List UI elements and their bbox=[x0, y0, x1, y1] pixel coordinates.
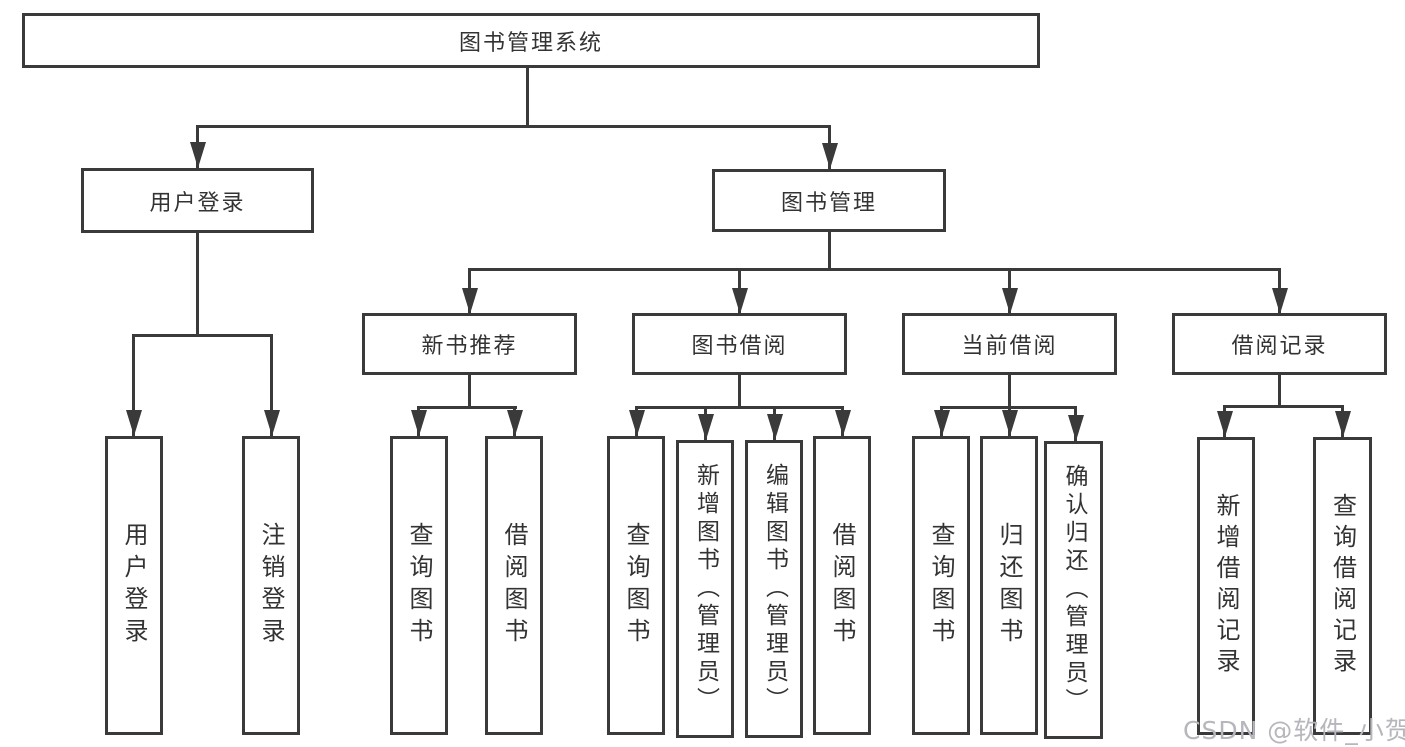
node-label: 新增借阅记录 bbox=[1212, 493, 1240, 679]
connector-line bbox=[270, 334, 273, 436]
connector-line bbox=[1008, 375, 1011, 408]
connector-line bbox=[417, 406, 517, 409]
leaf-confirm-return-admin: 确认归还（管理员） bbox=[1044, 441, 1103, 739]
connector-line bbox=[635, 406, 844, 409]
leaf-logout: 注销登录 bbox=[242, 436, 300, 735]
node-label: 用户登录 bbox=[149, 190, 246, 216]
connector-line bbox=[468, 268, 1281, 271]
arrowhead-icon bbox=[1217, 411, 1233, 437]
arrowhead-icon bbox=[934, 410, 950, 436]
arrowhead-icon bbox=[264, 410, 280, 436]
node-label: 查询借阅记录 bbox=[1328, 493, 1357, 679]
connector-line bbox=[828, 232, 831, 271]
leaf-edit-book-admin: 编辑图书（管理员） bbox=[745, 440, 803, 738]
arrowhead-icon bbox=[462, 288, 478, 314]
node-library-management-system: 图书管理系统 bbox=[22, 13, 1040, 68]
connector-line bbox=[1223, 405, 1344, 408]
arrowhead-icon bbox=[1002, 410, 1018, 436]
arrowhead-icon bbox=[126, 410, 142, 436]
node-label: 注销登录 bbox=[257, 521, 285, 650]
node-user-login: 用户登录 bbox=[81, 168, 314, 233]
arrowhead-icon bbox=[190, 142, 206, 168]
node-label: 用户登录 bbox=[120, 521, 148, 650]
arrowhead-icon bbox=[732, 288, 748, 314]
leaf-query-borrow-record: 查询借阅记录 bbox=[1313, 437, 1372, 735]
arrowhead-icon bbox=[835, 410, 851, 436]
connector-line bbox=[196, 125, 831, 128]
leaf-borrow-books-borrow: 借阅图书 bbox=[813, 436, 871, 735]
csdn-watermark: CSDN @软件_小贺同学 bbox=[1183, 716, 1405, 745]
node-label: 编辑图书（管理员） bbox=[761, 463, 788, 715]
arrowhead-icon bbox=[629, 410, 645, 436]
node-label: 图书管理 bbox=[780, 190, 877, 216]
node-borrow-records: 借阅记录 bbox=[1172, 313, 1387, 375]
node-label: 图书管理系统 bbox=[458, 30, 603, 56]
connector-line bbox=[132, 334, 273, 337]
node-label: 确认归还（管理员） bbox=[1061, 464, 1087, 716]
connector-line bbox=[738, 375, 741, 408]
node-label: 借阅图书 bbox=[500, 521, 528, 650]
node-label: 新增图书（管理员） bbox=[692, 463, 719, 715]
node-book-management: 图书管理 bbox=[712, 169, 946, 232]
arrowhead-icon bbox=[822, 143, 838, 169]
node-label: 借阅记录 bbox=[1231, 334, 1328, 359]
node-label: 查询图书 bbox=[927, 521, 955, 650]
node-label: 查询图书 bbox=[405, 521, 433, 650]
arrowhead-icon bbox=[767, 414, 783, 440]
node-book-borrow: 图书借阅 bbox=[632, 313, 847, 375]
connector-line bbox=[468, 375, 471, 409]
arrowhead-icon bbox=[1068, 415, 1084, 441]
leaf-query-books-current: 查询图书 bbox=[912, 436, 970, 735]
arrowhead-icon bbox=[1002, 288, 1018, 314]
node-label: 当前借阅 bbox=[961, 334, 1058, 359]
arrowhead-icon bbox=[1272, 288, 1288, 314]
connector-line bbox=[526, 66, 529, 127]
leaf-query-books-borrow: 查询图书 bbox=[607, 436, 665, 735]
node-label: 归还图书 bbox=[995, 521, 1023, 650]
connector-line bbox=[132, 334, 135, 436]
node-new-book-recommend: 新书推荐 bbox=[362, 313, 577, 375]
arrowhead-icon bbox=[698, 414, 714, 440]
node-label: 借阅图书 bbox=[828, 521, 856, 650]
leaf-user-login: 用户登录 bbox=[105, 436, 163, 735]
arrowhead-icon bbox=[1335, 411, 1351, 437]
node-label: 查询图书 bbox=[622, 521, 650, 650]
arrowhead-icon bbox=[411, 410, 427, 436]
connector-line bbox=[196, 233, 199, 337]
leaf-return-books: 归还图书 bbox=[980, 436, 1038, 735]
node-label: 图书借阅 bbox=[691, 334, 788, 359]
arrowhead-icon bbox=[507, 410, 523, 436]
leaf-borrow-books-newbook: 借阅图书 bbox=[485, 436, 543, 735]
node-label: 新书推荐 bbox=[421, 334, 518, 359]
node-current-borrow: 当前借阅 bbox=[902, 313, 1117, 375]
leaf-add-borrow-record: 新增借阅记录 bbox=[1197, 437, 1255, 735]
leaf-query-books-newbook: 查询图书 bbox=[390, 436, 448, 735]
connector-line bbox=[1278, 375, 1281, 407]
leaf-add-book-admin: 新增图书（管理员） bbox=[676, 440, 734, 738]
